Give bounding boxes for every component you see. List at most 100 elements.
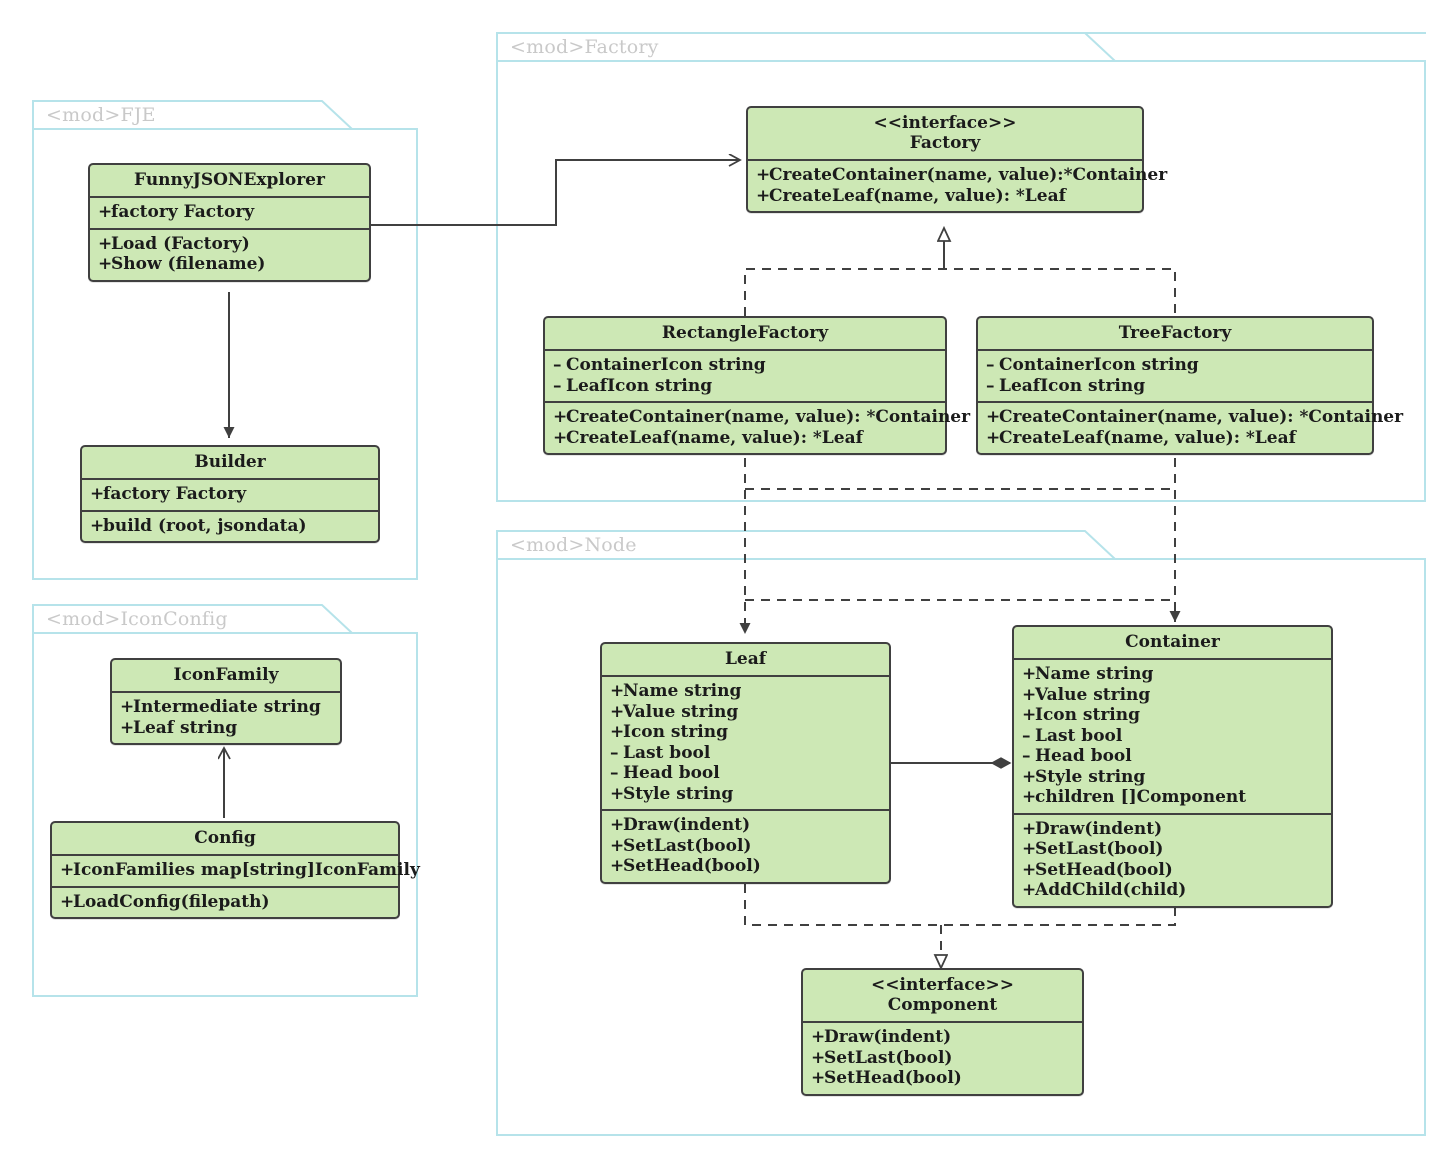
- methods-section: LoadConfig(filepath): [52, 888, 398, 918]
- class-name-text: Factory: [909, 133, 981, 153]
- methods-section: build (root, jsondata): [82, 512, 378, 542]
- visibility-private-icon: [1022, 746, 1035, 767]
- attributes-section: Name string Value string Icon string Las…: [602, 677, 889, 811]
- method-row: CreateLeaf(name, value): *Leaf: [553, 428, 939, 449]
- class-title-section: Config: [52, 823, 398, 856]
- visibility-private-icon: [986, 376, 999, 397]
- class-title-section: FunnyJSONExplorer: [90, 165, 369, 198]
- attribute-row: factory Factory: [98, 202, 363, 223]
- method-row: SetHead(bool): [610, 856, 883, 877]
- class-name: Builder: [194, 452, 266, 472]
- attribute-row: Leaf string: [120, 718, 334, 739]
- method-row: CreateContainer(name, value): *Container: [553, 407, 970, 428]
- visibility-public-icon: [811, 1048, 824, 1069]
- class-builder[interactable]: Builder factory Factory build (root, jso…: [80, 445, 380, 543]
- attribute-row: Intermediate string: [120, 697, 334, 718]
- visibility-public-icon: [610, 681, 623, 702]
- methods-section: CreateContainer(name, value): *Container…: [545, 403, 970, 453]
- package-node-outline: [496, 530, 1426, 1136]
- package-factory: <mod>Factory: [496, 32, 1426, 502]
- visibility-public-icon: [60, 892, 73, 913]
- class-rectanglefactory[interactable]: RectangleFactory ContainerIcon string Le…: [543, 316, 970, 455]
- visibility-public-icon: [98, 202, 111, 223]
- visibility-public-icon: [610, 702, 623, 723]
- method-row: CreateLeaf(name, value): *Leaf: [756, 186, 1136, 207]
- visibility-public-icon: [1022, 767, 1035, 788]
- class-factory-interface[interactable]: <<interface>> Factory CreateContainer(na…: [746, 106, 1167, 213]
- visibility-public-icon: [120, 718, 133, 739]
- attribute-row: Last bool: [1022, 726, 1325, 747]
- visibility-public-icon: [120, 697, 133, 718]
- package-fje: <mod>FJE: [32, 100, 418, 580]
- class-name: RectangleFactory: [661, 323, 829, 343]
- package-node: <mod>Node: [496, 530, 1426, 1136]
- class-title-section: Container: [1014, 627, 1331, 660]
- class-name-text: Component: [887, 995, 998, 1015]
- attribute-row: Last bool: [610, 743, 883, 764]
- visibility-public-icon: [1022, 819, 1035, 840]
- attributes-section: IconFamilies map[string]IconFamily: [52, 856, 420, 888]
- class-container[interactable]: Container Name string Value string Icon …: [1012, 625, 1333, 908]
- method-row: SetHead(bool): [1022, 860, 1325, 881]
- class-title-section: <<interface>> Factory: [748, 108, 1142, 161]
- visibility-public-icon: [1022, 685, 1035, 706]
- package-iconconfig: <mod>IconConfig: [32, 604, 418, 997]
- attribute-row: Name string: [1022, 664, 1325, 685]
- class-config[interactable]: Config IconFamilies map[string]IconFamil…: [50, 821, 420, 919]
- visibility-private-icon: [610, 763, 623, 784]
- methods-section: CreateContainer(name, value): *Container…: [978, 403, 1403, 453]
- attribute-row: ContainerIcon string: [986, 355, 1366, 376]
- visibility-public-icon: [756, 186, 769, 207]
- class-funnyjsonexplorer[interactable]: FunnyJSONExplorer factory Factory Load (…: [88, 163, 371, 282]
- method-row: Show (filename): [98, 254, 363, 275]
- visibility-public-icon: [1022, 664, 1035, 685]
- attribute-row: Value string: [1022, 685, 1325, 706]
- class-treefactory[interactable]: TreeFactory ContainerIcon string LeafIco…: [976, 316, 1403, 455]
- class-name: TreeFactory: [1118, 323, 1232, 343]
- package-iconconfig-label: <mod>IconConfig: [46, 608, 228, 630]
- class-name: IconFamily: [173, 665, 279, 685]
- package-fje-label: <mod>FJE: [46, 104, 156, 126]
- attribute-row: IconFamilies map[string]IconFamily: [60, 860, 420, 881]
- methods-section: Draw(indent) SetLast(bool) SetHead(bool): [803, 1023, 1082, 1094]
- visibility-public-icon: [610, 784, 623, 805]
- visibility-private-icon: [553, 355, 566, 376]
- methods-section: Draw(indent) SetLast(bool) SetHead(bool)…: [1014, 815, 1331, 906]
- class-component-interface[interactable]: <<interface>> Component Draw(indent) Set…: [801, 968, 1084, 1096]
- attribute-row: Style string: [610, 784, 883, 805]
- attributes-section: factory Factory: [90, 198, 369, 230]
- attributes-section: Intermediate string Leaf string: [112, 693, 340, 743]
- visibility-public-icon: [811, 1068, 824, 1089]
- visibility-public-icon: [553, 407, 566, 428]
- visibility-public-icon: [1022, 787, 1035, 808]
- attribute-row: Value string: [610, 702, 883, 723]
- visibility-public-icon: [986, 407, 999, 428]
- visibility-private-icon: [610, 743, 623, 764]
- package-node-label: <mod>Node: [510, 534, 637, 556]
- method-row: SetLast(bool): [1022, 839, 1325, 860]
- class-title-section: Builder: [82, 447, 378, 480]
- visibility-public-icon: [98, 234, 111, 255]
- visibility-public-icon: [1022, 705, 1035, 726]
- attribute-row: Style string: [1022, 767, 1325, 788]
- class-title-section: IconFamily: [112, 660, 340, 693]
- attribute-row: Head bool: [1022, 746, 1325, 767]
- method-row: CreateContainer(name, value): *Container: [986, 407, 1403, 428]
- class-iconfamily[interactable]: IconFamily Intermediate string Leaf stri…: [110, 658, 342, 745]
- visibility-public-icon: [610, 836, 623, 857]
- method-row: CreateLeaf(name, value): *Leaf: [986, 428, 1366, 449]
- class-title-section: Leaf: [602, 644, 889, 677]
- class-leaf[interactable]: Leaf Name string Value string Icon strin…: [600, 642, 891, 884]
- attribute-row: children []Component: [1022, 787, 1325, 808]
- class-name: <<interface>> Factory: [748, 108, 1142, 159]
- attribute-row: Name string: [610, 681, 883, 702]
- method-row: AddChild(child): [1022, 880, 1325, 901]
- package-factory-label: <mod>Factory: [510, 36, 659, 58]
- attribute-row: Icon string: [610, 722, 883, 743]
- visibility-public-icon: [98, 254, 111, 275]
- method-row: SetLast(bool): [811, 1048, 1076, 1069]
- visibility-public-icon: [553, 428, 566, 449]
- visibility-public-icon: [1022, 860, 1035, 881]
- class-title-section: RectangleFactory: [545, 318, 945, 351]
